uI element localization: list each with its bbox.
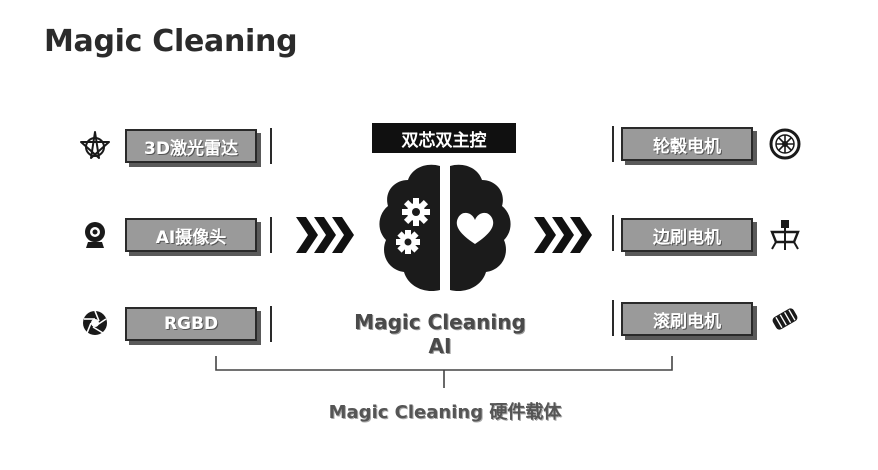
- output-divider: [612, 300, 614, 336]
- webcam-icon: [85, 222, 105, 248]
- output-box-roller-brush-motor: 滚刷电机: [621, 302, 753, 336]
- chevron-right-arrows-icon: [296, 217, 354, 253]
- input-divider: [270, 306, 272, 342]
- input-box-rgbd: RGBD: [125, 307, 257, 341]
- input-box-ai-camera: AI摄像头: [125, 218, 257, 252]
- input-divider: [270, 217, 272, 253]
- chevron-right-arrows-icon: [534, 217, 592, 253]
- page-title: Magic Cleaning: [44, 24, 298, 59]
- core-header: 双芯双主控: [372, 123, 516, 153]
- footer-caption: Magic Cleaning 硬件载体: [328, 402, 562, 423]
- lidar-star-icon: [80, 131, 110, 159]
- camera-aperture-icon: [83, 310, 107, 335]
- input-box-lidar: 3D激光雷达: [125, 129, 257, 163]
- output-box-wheel-motor: 轮毂电机: [621, 127, 753, 161]
- brain-gears-heart-icon: [379, 164, 511, 292]
- input-divider: [270, 128, 272, 164]
- output-divider: [612, 126, 614, 162]
- side-brush-icon: [770, 220, 800, 250]
- output-box-side-brush-motor: 边刷电机: [621, 218, 753, 252]
- grouping-brace: [215, 356, 673, 388]
- output-divider: [612, 215, 614, 251]
- core-label: Magic Cleaning AI: [354, 310, 526, 358]
- wheel-icon: [769, 128, 801, 160]
- roller-brush-icon: [772, 308, 798, 330]
